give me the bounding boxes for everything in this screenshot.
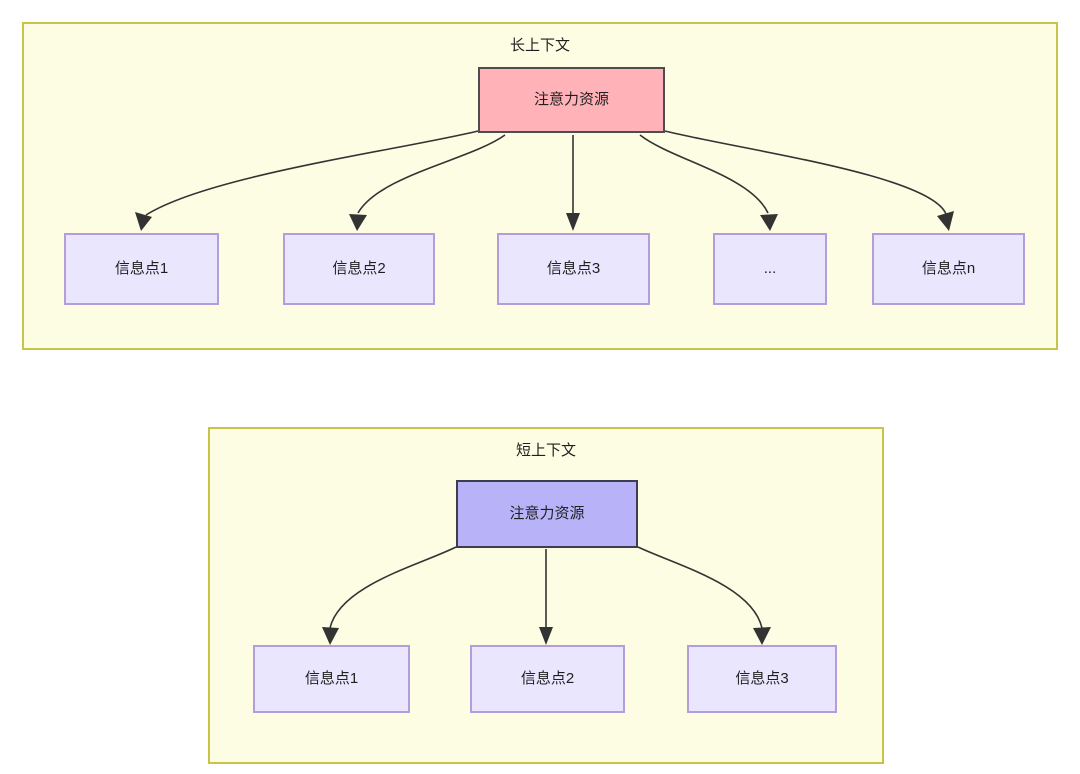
node-info-point-long-2[interactable]: 信息点2 — [283, 233, 435, 305]
node-attention-resource-short[interactable]: 注意力资源 — [456, 480, 638, 548]
node-info-point-short-2[interactable]: 信息点2 — [470, 645, 625, 713]
node-info-point-long-n[interactable]: 信息点n — [872, 233, 1025, 305]
node-info-point-long-1[interactable]: 信息点1 — [64, 233, 219, 305]
group-short-context-title: 短上下文 — [515, 442, 576, 459]
node-info-point-short-1[interactable]: 信息点1 — [253, 645, 410, 713]
group-long-context-title: 长上下文 — [509, 37, 570, 54]
node-info-point-short-3[interactable]: 信息点3 — [687, 645, 837, 713]
group-short-context[interactable]: 短上下文 — [208, 427, 884, 764]
node-info-point-long-ellipsis[interactable]: ... — [713, 233, 827, 305]
node-attention-resource-long[interactable]: 注意力资源 — [478, 67, 665, 133]
node-info-point-long-3[interactable]: 信息点3 — [497, 233, 650, 305]
